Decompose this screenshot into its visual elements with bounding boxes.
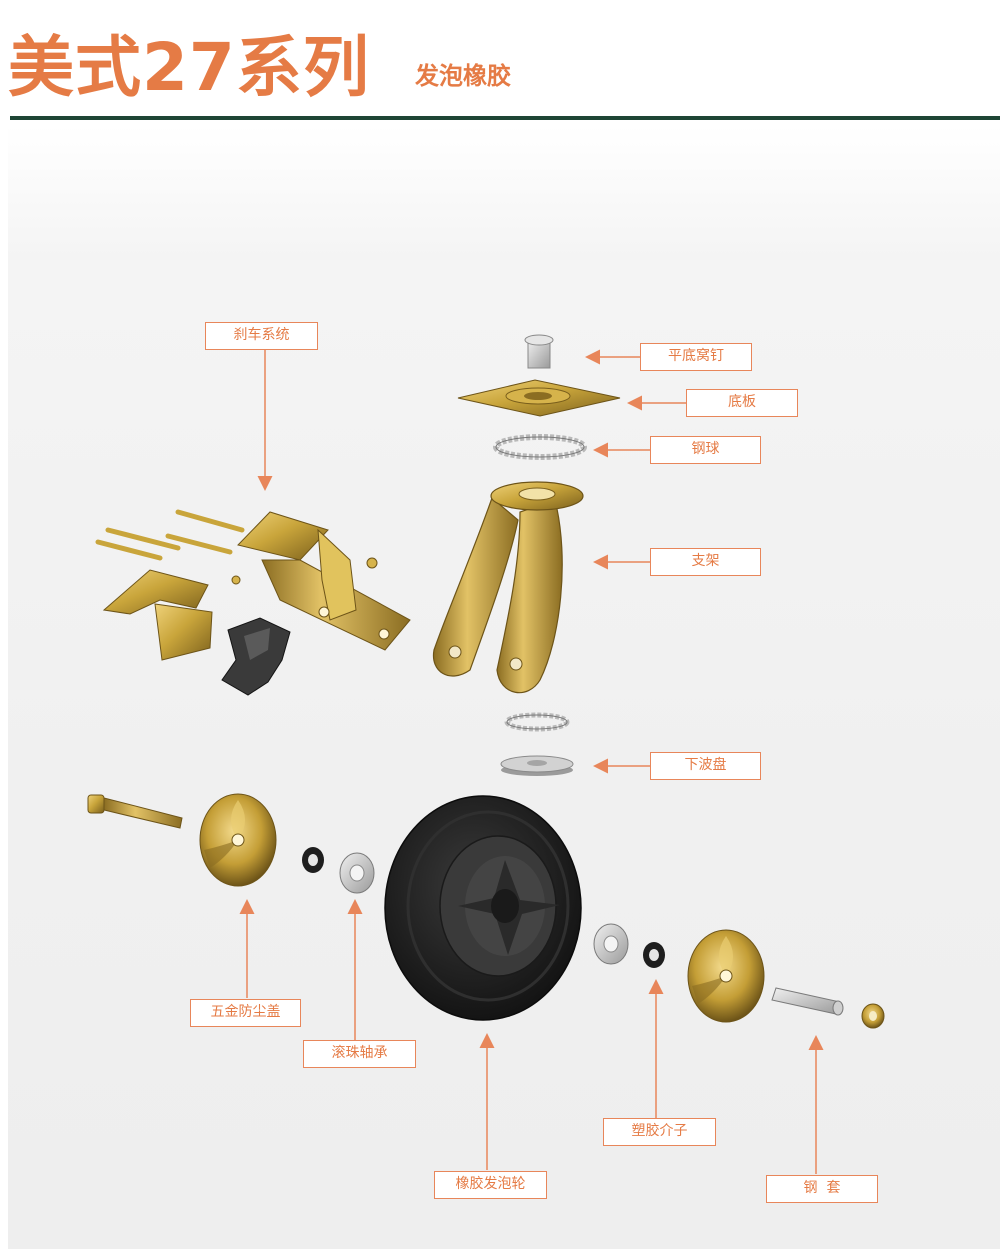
label-dust-cover: 五金防尘盖 [190,999,301,1027]
label-bracket: 支架 [650,548,761,576]
label-brake-system: 刹车系统 [205,322,318,350]
label-plastic-spacer: 塑胶介子 [603,1118,716,1146]
diagram-background [8,125,1000,1249]
base-plate-part [457,379,621,417]
axle-bolt-part [87,794,183,829]
bearing-seal-left-part [302,847,324,873]
header-divider [10,116,1000,120]
header: 美式27系列 发泡橡胶 [0,0,1000,120]
label-foam-wheel: 橡胶发泡轮 [434,1171,547,1199]
rivet-part [524,334,554,369]
brake-system-part [95,509,411,696]
dust-cover-right-part [687,929,765,1023]
steel-ball-ring-top-part [493,434,587,460]
steel-ball-ring-bottom-part [504,712,570,732]
page-subtitle: 发泡橡胶 [415,62,511,90]
leader-arrows [239,349,824,1174]
label-steel-sleeve: 钢 套 [766,1175,878,1203]
steel-sleeve-part [771,987,844,1016]
label-rivet: 平底窝钉 [640,343,752,371]
bearing-seal-right-part [643,942,665,968]
axle-nut-part [861,1003,885,1029]
label-lower-race: 下波盘 [650,752,761,780]
dust-cover-left-part [199,793,277,887]
label-steel-ball: 钢球 [650,436,761,464]
label-base-plate: 底板 [686,389,798,417]
plastic-spacer-part [593,923,629,965]
lower-race-part [500,755,574,776]
page-title: 美式27系列 [8,29,370,106]
ball-bearing-part [339,852,375,894]
label-ball-bearing: 滚珠轴承 [303,1040,416,1068]
bracket-part [432,481,584,694]
foam-rubber-wheel-part [384,795,582,1021]
